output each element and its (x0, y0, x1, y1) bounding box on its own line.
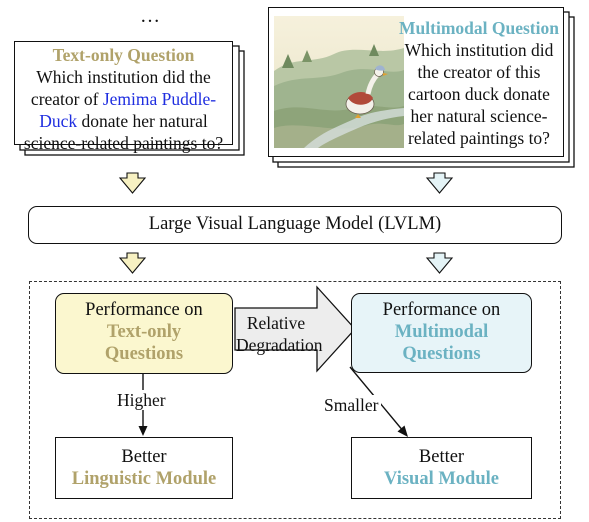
arrow-down-mm-1 (425, 172, 454, 194)
mm-question-line5: related paintings to? (408, 128, 550, 148)
mm-question-line1: Which institution did (404, 40, 554, 60)
result-linguistic-line2: Linguistic Module (71, 469, 217, 489)
evaluation-region (29, 281, 561, 519)
entity-name-part1: Jemima Puddle- (102, 89, 217, 109)
mm-question-body: Multimodal Question Which institution di… (395, 17, 563, 149)
mm-question-title: Multimodal Question (399, 18, 559, 38)
entity-name-part2: Duck (39, 111, 78, 131)
perf-mm-line3: Questions (402, 344, 481, 364)
smaller-arrowhead (397, 425, 408, 437)
text-question-card: Text-only Question Which institution did… (14, 41, 233, 153)
result-linguistic-line1: Better (121, 447, 167, 467)
mm-question-card: Multimodal Question Which institution di… (268, 7, 564, 157)
text-question-line3-suffix: donate her natural (77, 111, 208, 131)
degradation-label: Relative Degradation (236, 312, 323, 356)
perf-mm-line2: Multimodal (394, 322, 489, 342)
mm-question-line4: her natural science- (410, 106, 548, 126)
result-visual-line1: Better (418, 447, 465, 467)
perf-text-line3: Questions (104, 344, 184, 364)
perf-text-line2: Text-only (106, 322, 182, 342)
perf-multimodal-box: Performance on Multimodal Questions (351, 293, 532, 373)
result-visual-box: Better Visual Module (351, 437, 532, 499)
mm-question-line2: the creator of this (417, 62, 541, 82)
arrow-down-mm-2 (425, 252, 454, 274)
result-visual-line2: Visual Module (384, 469, 499, 489)
cartoon-duck-illustration-icon (274, 16, 404, 148)
degradation-line1: Relative (246, 313, 306, 333)
higher-label: Higher (114, 390, 169, 410)
text-question-line1: Which institution did the (36, 67, 211, 87)
higher-arrowhead (138, 426, 148, 436)
degradation-line2: Degradation (236, 335, 323, 355)
mm-question-line3: cartoon duck donate (408, 84, 550, 104)
result-linguistic-box: Better Linguistic Module (55, 437, 233, 499)
text-question-title: Text-only Question (52, 45, 195, 65)
perf-mm-line1: Performance on (382, 300, 501, 320)
smaller-label: Smaller (321, 395, 382, 415)
arrow-down-text-2 (118, 252, 147, 274)
relative-degradation-arrow (234, 285, 356, 373)
text-question-line2-prefix: creator of (30, 89, 103, 109)
stack-ellipsis: … (140, 5, 161, 27)
text-question-body: Text-only Question Which institution did… (15, 44, 232, 154)
lvlm-box: Large Visual Language Model (LVLM) (28, 206, 562, 244)
perf-text-line1: Performance on (85, 300, 203, 320)
perf-text-only-box: Performance on Text-only Questions (55, 293, 233, 374)
text-question-line3: Duck donate her natural (15, 110, 232, 132)
arrow-down-text-1 (118, 172, 147, 194)
text-question-line4: science-related paintings to? (23, 133, 224, 153)
text-question-line2: creator of Jemima Puddle- (15, 88, 232, 110)
